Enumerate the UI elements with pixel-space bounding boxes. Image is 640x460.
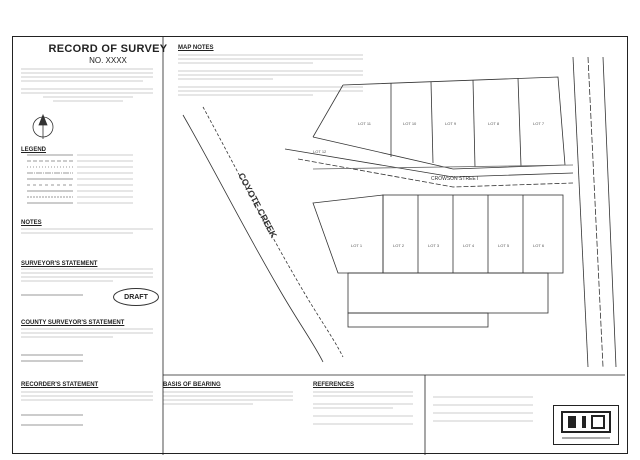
surveyor-logo bbox=[553, 405, 619, 445]
recorder-statement-heading: RECORDER'S STATEMENT bbox=[21, 382, 99, 388]
lot-1-label: LOT 1 bbox=[351, 243, 363, 248]
survey-title: RECORD OF SURVEY bbox=[48, 43, 168, 55]
references-heading: REFERENCES bbox=[313, 382, 355, 388]
surveyor-statement-heading: SURVEYOR'S STATEMENT bbox=[21, 261, 98, 267]
lot-8-label: LOT 8 bbox=[488, 121, 500, 126]
lot-12-label: LOT 12 bbox=[313, 149, 327, 154]
county-surveyor-heading: COUNTY SURVEYOR'S STATEMENT bbox=[21, 320, 125, 326]
draft-stamp: DRAFT bbox=[113, 288, 159, 306]
basis-of-bearing-heading: BASIS OF BEARING bbox=[163, 382, 221, 388]
fine-print-texture bbox=[21, 54, 533, 426]
lot-5-label: LOT 5 bbox=[498, 243, 510, 248]
lot-9-label: LOT 9 bbox=[445, 121, 457, 126]
lot-4-label: LOT 4 bbox=[463, 243, 475, 248]
lot-2-label: LOT 2 bbox=[393, 243, 405, 248]
creek-label: COYOTE CREEK bbox=[236, 171, 279, 240]
logo-mark-icon bbox=[561, 411, 611, 439]
plat-map: COYOTE CREEK CROWSON STREET LOT 12 LOT 1… bbox=[162, 37, 625, 455]
lot-7-label: LOT 7 bbox=[533, 121, 545, 126]
notes-heading: NOTES bbox=[21, 220, 42, 226]
lot-10-label: LOT 10 bbox=[403, 121, 417, 126]
street-label: CROWSON STREET bbox=[431, 176, 479, 182]
map-notes-heading: MAP NOTES bbox=[178, 45, 214, 51]
lot-3-label: LOT 3 bbox=[428, 243, 440, 248]
lot-11-label: LOT 11 bbox=[358, 121, 372, 126]
legend-heading: LEGEND bbox=[21, 147, 47, 153]
survey-number: NO. XXXX bbox=[89, 56, 127, 65]
survey-sheet: RECORD OF SURVEY NO. XXXX LEGEND NOTES S… bbox=[12, 36, 628, 455]
lot-6-label: LOT 6 bbox=[533, 243, 545, 248]
